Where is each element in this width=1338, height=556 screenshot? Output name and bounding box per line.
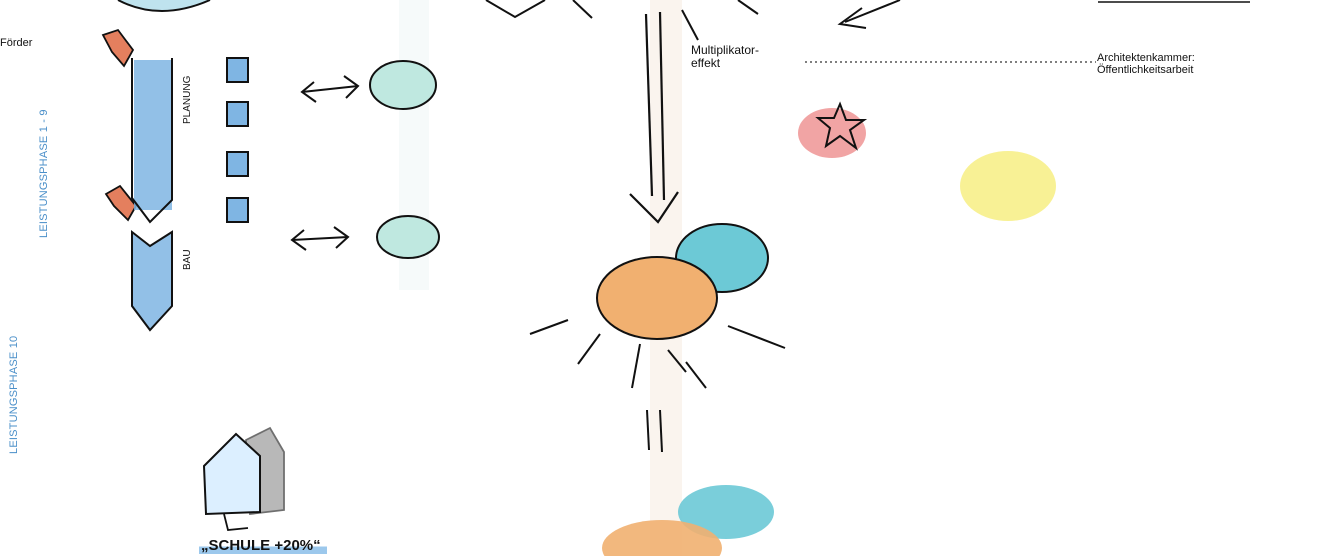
leistungsphase-10-label: LEISTUNGSPHASE 10 (8, 336, 20, 454)
architektenkammer-label: Architektenkammer: Öffentlichkeitsarbeit (1097, 52, 1195, 76)
orange-blob (597, 257, 717, 339)
top-rays (486, 0, 758, 40)
foerder-label: Förder (0, 37, 32, 49)
yellow-blob (960, 151, 1056, 221)
pink-blob (798, 108, 866, 158)
incoming-arrow-right-icon (840, 0, 900, 28)
multiplikator-line-2: effekt (691, 57, 759, 70)
double-arrow-bottom-icon (292, 227, 348, 250)
leistungsphase-1-9-label: LEISTUNGSPHASE 1 - 9 (38, 109, 50, 238)
planung-arrow (132, 58, 172, 222)
top-left-blob (118, 0, 210, 11)
house-icon (204, 428, 284, 530)
architektenkammer-line-2: Öffentlichkeitsarbeit (1097, 64, 1195, 76)
bau-label: BAU (182, 249, 193, 270)
phase-squares (227, 58, 248, 222)
double-arrow-top-icon (302, 76, 358, 102)
schule-label: „SCHULE +20%“ (199, 537, 327, 554)
mint-blob-top (370, 61, 436, 109)
mint-blob-bottom (377, 216, 439, 258)
multiplikator-label: Multiplikator- effekt (691, 44, 759, 70)
architektenkammer-line-1: Architektenkammer: (1097, 52, 1195, 64)
planung-label: PLANUNG (182, 76, 193, 124)
flag-top-icon (103, 30, 133, 66)
bau-arrow (132, 232, 172, 330)
